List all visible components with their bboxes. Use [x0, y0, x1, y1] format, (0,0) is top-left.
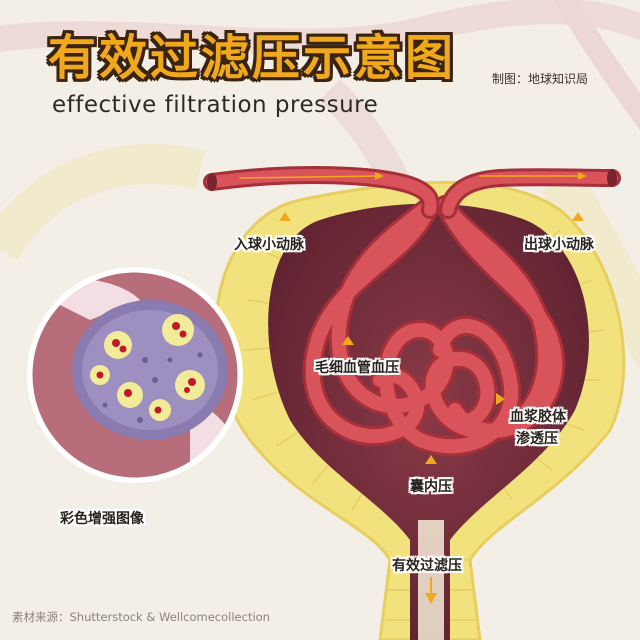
- label-afferent-arteriole: 入球小动脉: [234, 237, 304, 253]
- page-title: 有效过滤压示意图: [48, 30, 457, 86]
- capsule-pressure-pointer-icon: [425, 455, 437, 464]
- page-subtitle: effective filtration pressure: [52, 92, 379, 118]
- label-efferent-arteriole: 出球小动脉: [524, 237, 594, 253]
- efferent-pointer-icon: [572, 212, 584, 221]
- label-colloid-pressure-line2: 渗透压: [516, 431, 558, 447]
- micrograph-image: [27, 267, 243, 483]
- source-text: 素材来源：Shutterstock & Wellcomecollection: [12, 610, 270, 624]
- effective-pressure-arrow-icon: [425, 577, 437, 604]
- label-colloid-pressure-line1: 血浆胶体: [510, 409, 566, 425]
- capillary-pressure-pointer-icon: [342, 336, 354, 345]
- arterioles: [203, 165, 621, 219]
- label-capillary-pressure: 毛细血管血压: [315, 360, 399, 376]
- label-capsule-pressure: 囊内压: [410, 479, 452, 495]
- colloid-pressure-pointer-icon: [496, 393, 505, 405]
- label-effective-pressure: 有效过滤压: [392, 558, 462, 574]
- afferent-pointer-icon: [279, 212, 291, 221]
- credit-text: 制图：地球知识局: [492, 72, 589, 86]
- capillary-tuft: [302, 195, 566, 457]
- label-micrograph: 彩色增强图像: [60, 511, 144, 527]
